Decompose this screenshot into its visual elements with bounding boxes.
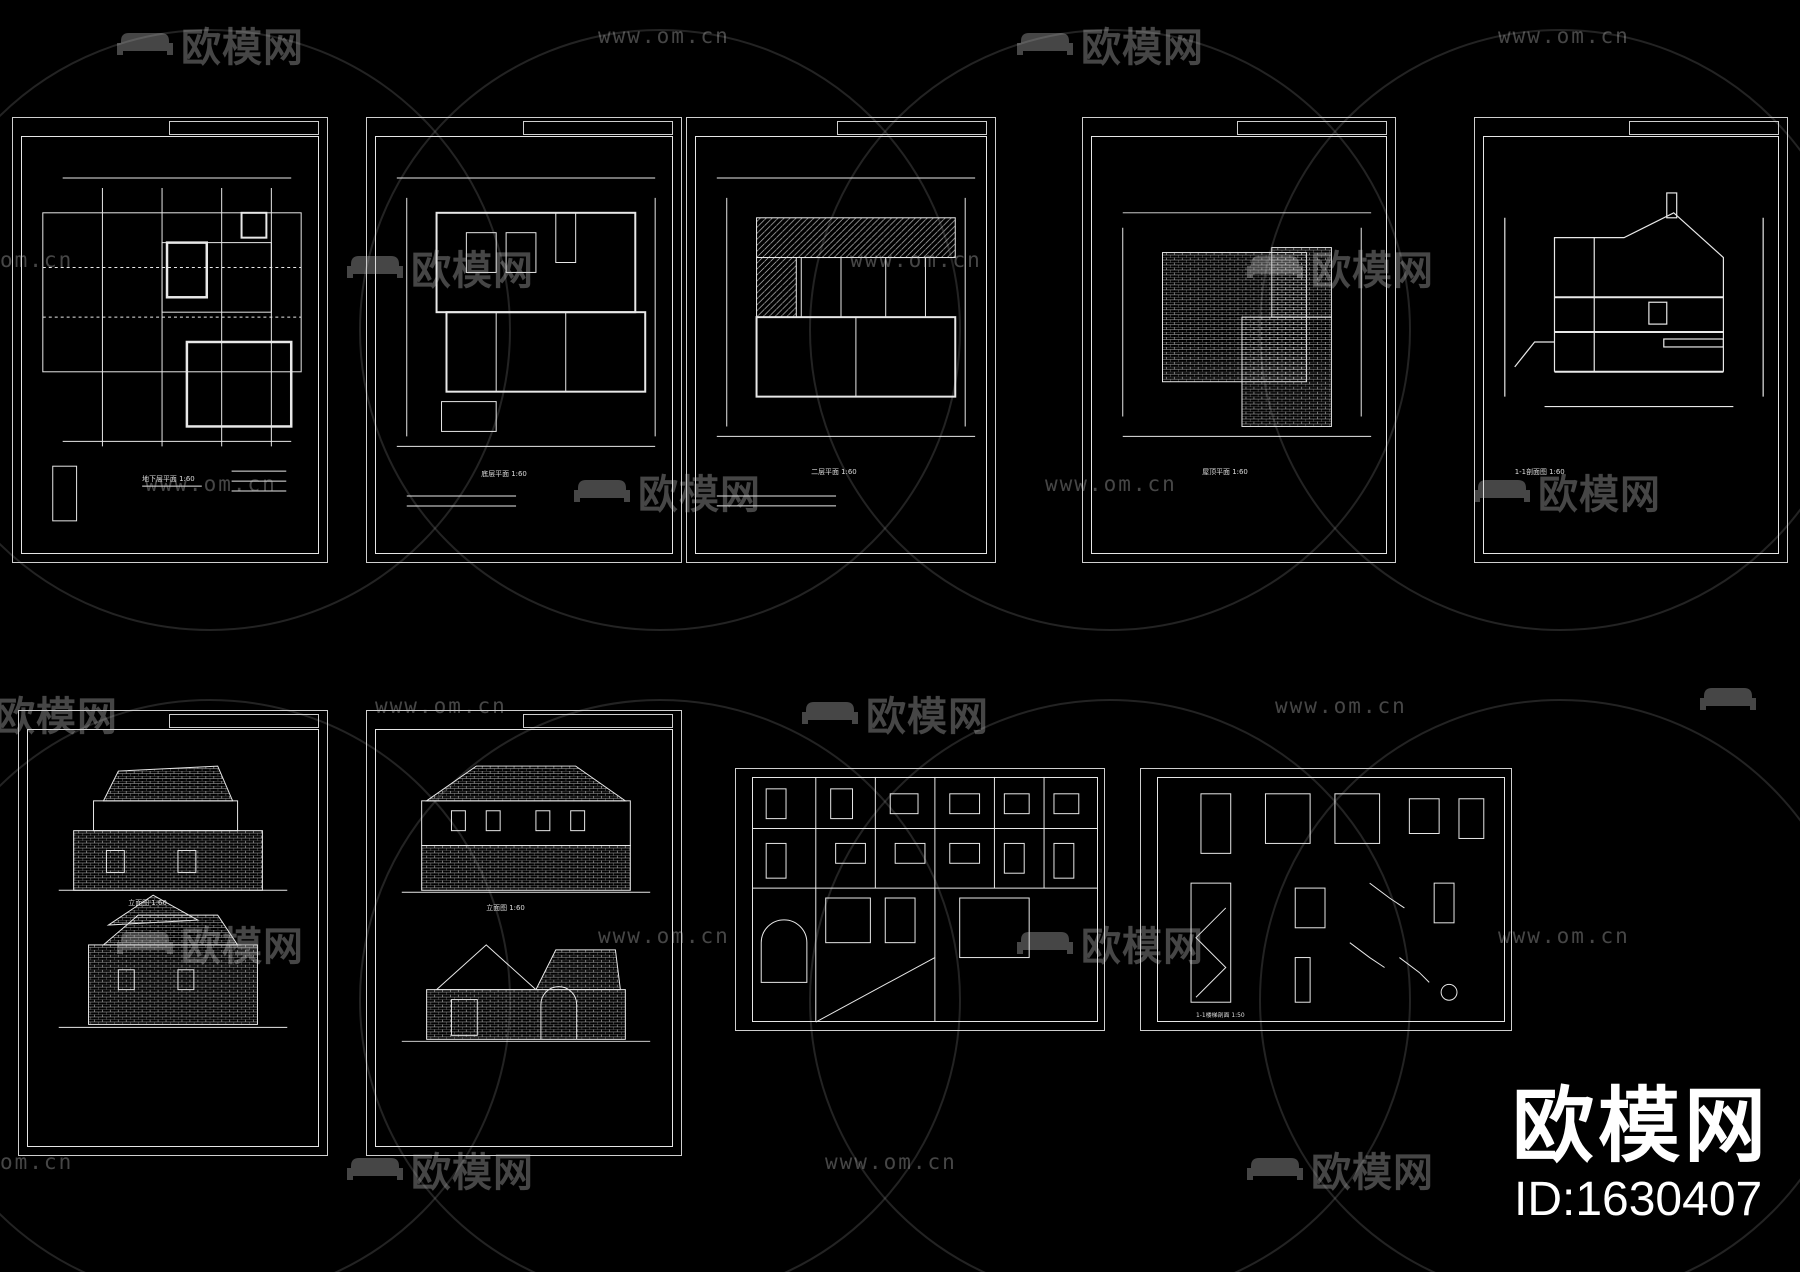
roof-plan-drawing: 屋顶平面 1:60 [1122,212,1372,476]
sheet-border [375,136,673,554]
title-block [169,121,319,135]
elevation-drawing-b: 立面图 1:60 [401,765,651,1042]
stair-detail-drawing: 1-1楼梯剖面 1:50 [1190,793,1485,1019]
elevation-sheet-b[interactable]: 立面图 1:60 [366,710,682,1156]
ground-floor-plan-sheet[interactable]: 底层平面 1:60 [366,117,682,563]
watermark-logo: 欧模网 [0,684,118,742]
watermark-logo-text: 欧模网 [411,248,534,294]
stair-detail-sheet[interactable]: 1-1楼梯剖面 1:50 [1140,768,1512,1031]
sheet-border [695,136,987,554]
sofa-icon [574,480,630,502]
sheet-border [21,136,319,554]
sheet-title: 1-1楼梯剖面 1:50 [1196,1011,1245,1019]
sofa-icon [1247,1158,1303,1180]
sheet-title: 底层平面 1:60 [481,469,527,478]
sheet-border [1091,136,1387,554]
watermark-logo-text: 欧模网 [1538,472,1661,518]
watermark-logo: 欧模网 [1015,914,1204,972]
watermark-logo-text: 欧模网 [1081,924,1204,970]
sheet-title: 屋顶平面 1:60 [1202,468,1248,476]
sofa-icon [802,702,858,724]
watermark-url: om.cn [0,1150,74,1174]
watermark-logo-text: 欧模网 [0,694,118,740]
watermark-logo: 欧模网 [572,462,761,520]
watermark-logo-text: 欧模网 [866,694,989,740]
sheet-border [27,729,319,1147]
sheet-title: 二层平面 1:60 [811,468,857,476]
title-block [1629,121,1779,135]
watermark-logo: 欧模网 [1245,238,1434,296]
sheet-border [375,729,673,1147]
watermark-url: www.om.cn [375,694,507,718]
sofa-icon [1017,33,1073,55]
watermark-logo-text: 欧模网 [1311,248,1434,294]
watermark-logo [1698,684,1758,714]
ground-floor-plan-drawing: 底层平面 1:60 [396,177,656,507]
watermark-logo: 欧模网 [1245,1140,1434,1198]
roof-plan-sheet[interactable]: 屋顶平面 1:60 [1082,117,1396,563]
watermark-logo: 欧模网 [345,238,534,296]
sofa-icon [347,256,403,278]
section-sheet[interactable]: 1-1剖面图 1:60 [1474,117,1788,563]
window-schedule-sheet[interactable] [735,768,1105,1031]
sheet-title: 立面图 1:60 [486,903,525,912]
basement-plan-sheet[interactable]: 地下层平面 1:60 [12,117,328,563]
watermark-logo-text: 欧模网 [638,472,761,518]
title-block [169,714,319,728]
title-block [523,714,673,728]
watermark-logo-text: 欧模网 [1311,1150,1434,1196]
resource-id-label: ID:1630407 [1514,1173,1763,1226]
sofa-icon [1247,256,1303,278]
watermark-url: www.om.cn [1498,24,1630,48]
basement-plan-drawing: 地下层平面 1:60 [42,177,302,522]
watermark-logo: 欧模网 [115,914,304,972]
watermark-url: www.om.cn [1498,924,1630,948]
watermark-url: www.om.cn [1275,694,1407,718]
watermark-url: www.om.cn [850,248,982,272]
sheet-title: 1-1剖面图 1:60 [1515,467,1565,476]
sofa-icon [117,932,173,954]
window-schedule-drawing [752,776,1098,1023]
section-drawing: 1-1剖面图 1:60 [1504,192,1764,476]
watermark-logo-text: 欧模网 [181,924,304,970]
watermark-logo-text: 欧模网 [1081,25,1204,71]
elevation-sheet-a[interactable]: 立面图 1:60 [18,710,328,1156]
watermark-url: om.cn [0,248,74,272]
second-floor-plan-drawing: 二层平面 1:60 [716,177,976,507]
second-floor-plan-sheet[interactable]: 二层平面 1:60 [686,117,996,563]
watermark-logo: 欧模网 [115,15,304,73]
sheet-title: 立面图 1:60 [128,898,167,907]
watermark-logo: 欧模网 [1472,462,1661,520]
sofa-icon [1474,480,1530,502]
watermark-url: www.om.cn [598,24,730,48]
watermark-logo: 欧模网 [800,684,989,742]
watermark-logo: 欧模网 [1015,15,1204,73]
sheet-title: 地下层平面 1:60 [142,474,194,483]
watermark-url: www.om.cn [825,1150,957,1174]
watermark-logo: 欧模网 [345,1140,534,1198]
sofa-icon [117,33,173,55]
sofa-icon [1700,688,1756,710]
brand-logo-text: 欧模网 [1512,1079,1771,1174]
title-block [523,121,673,135]
watermark-logo-text: 欧模网 [411,1150,534,1196]
sofa-icon [347,1158,403,1180]
sheet-border [1157,777,1505,1022]
watermark-url: www.om.cn [145,472,277,496]
sofa-icon [1017,932,1073,954]
elevation-drawing-a: 立面图 1:60 [58,765,288,1028]
watermark-url: www.om.cn [1045,472,1177,496]
watermark-logo-text: 欧模网 [181,25,304,71]
title-block [1237,121,1387,135]
sheet-border [752,777,1098,1022]
title-block [837,121,987,135]
sheet-border [1483,136,1779,554]
watermark-url: www.om.cn [598,924,730,948]
